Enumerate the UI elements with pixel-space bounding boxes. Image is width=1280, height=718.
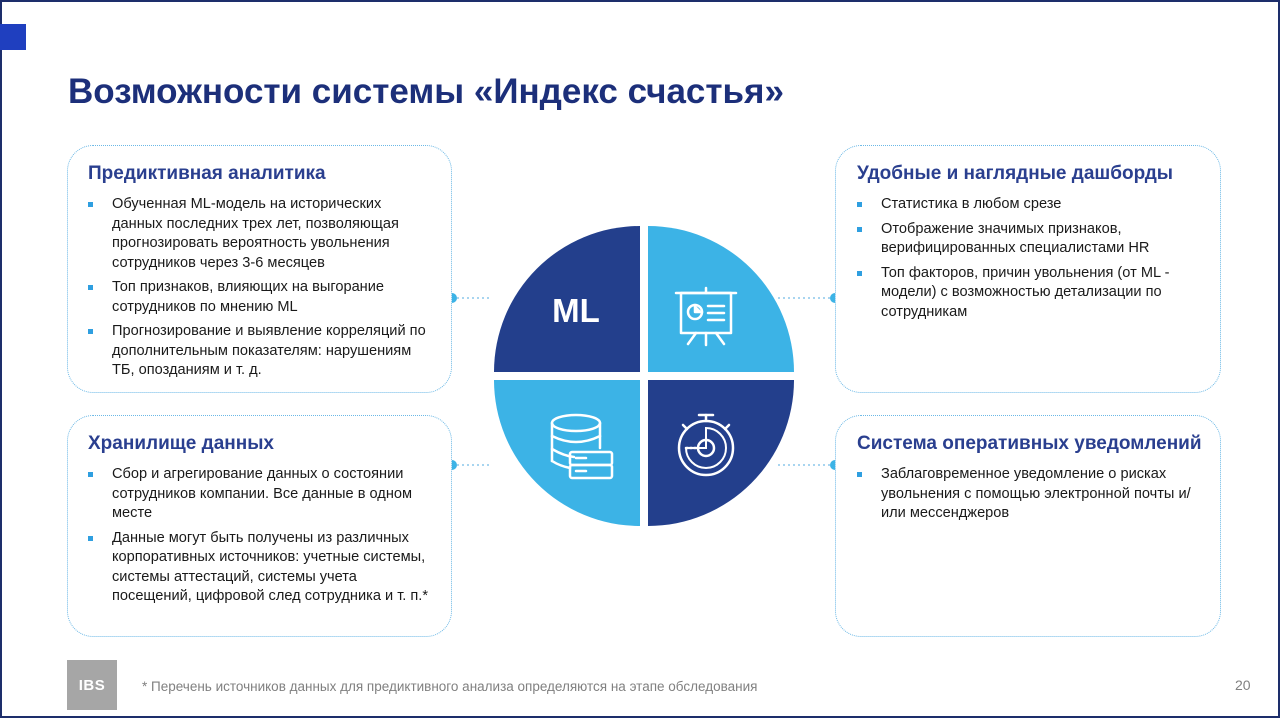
ml-label: ML <box>552 292 600 329</box>
bullet-list: Сбор и агрегирование данных о состоянии … <box>88 465 435 607</box>
stopwatch-chart-icon <box>677 413 735 477</box>
list-item: Статистика в любом срезе <box>857 195 1204 215</box>
card-title: Предиктивная аналитика <box>88 163 326 184</box>
list-item: Топ факторов, причин увольнения (от ML -… <box>857 264 1204 323</box>
list-item: Прогнозирование и выявление корреляций п… <box>88 322 435 381</box>
bullet-list: Статистика в любом срезе Отображение зна… <box>857 195 1204 322</box>
presentation-chart-icon <box>674 286 738 347</box>
list-item: Заблаговременное уведомление о рисках ув… <box>857 465 1204 524</box>
card-title: Хранилище данных <box>88 433 275 454</box>
quadrant-ml <box>494 226 640 372</box>
bullet-list: Заблаговременное уведомление о рисках ув… <box>857 465 1204 524</box>
list-item: Сбор и агрегирование данных о состоянии … <box>88 465 435 524</box>
ibs-logo: IBS <box>67 660 117 710</box>
list-item: Обученная ML-модель на исторических данн… <box>88 195 435 273</box>
list-item: Топ признаков, влияющих на выгорание сот… <box>88 278 435 317</box>
footnote: * Перечень источников данных для предикт… <box>142 679 758 694</box>
card-title: Система оперативных уведомлений <box>857 433 1202 454</box>
card-predictive-analytics: Предиктивная аналитика Обученная ML-моде… <box>67 145 452 393</box>
card-title: Удобные и наглядные дашборды <box>857 163 1174 184</box>
quadrant-dashboards <box>648 226 794 372</box>
quadrant-diagram: ML <box>447 226 840 526</box>
card-notifications: Система оперативных уведомлений Заблагов… <box>835 415 1221 637</box>
page-number: 20 <box>1235 677 1251 693</box>
card-data-storage: Хранилище данных Сбор и агрегирование да… <box>67 415 452 637</box>
quadrant-notifications <box>648 380 794 526</box>
database-server-icon <box>550 413 614 480</box>
bullet-list: Обученная ML-модель на исторических данн… <box>88 195 435 381</box>
quadrant-storage <box>494 380 640 526</box>
corner-accent <box>0 24 26 50</box>
card-dashboards: Удобные и наглядные дашборды Статистика … <box>835 145 1221 393</box>
list-item: Отображение значимых признаков, верифици… <box>857 220 1204 259</box>
list-item: Данные могут быть получены из различных … <box>88 529 435 607</box>
slide-title: Возможности системы «Индекс счастья» <box>68 72 784 111</box>
